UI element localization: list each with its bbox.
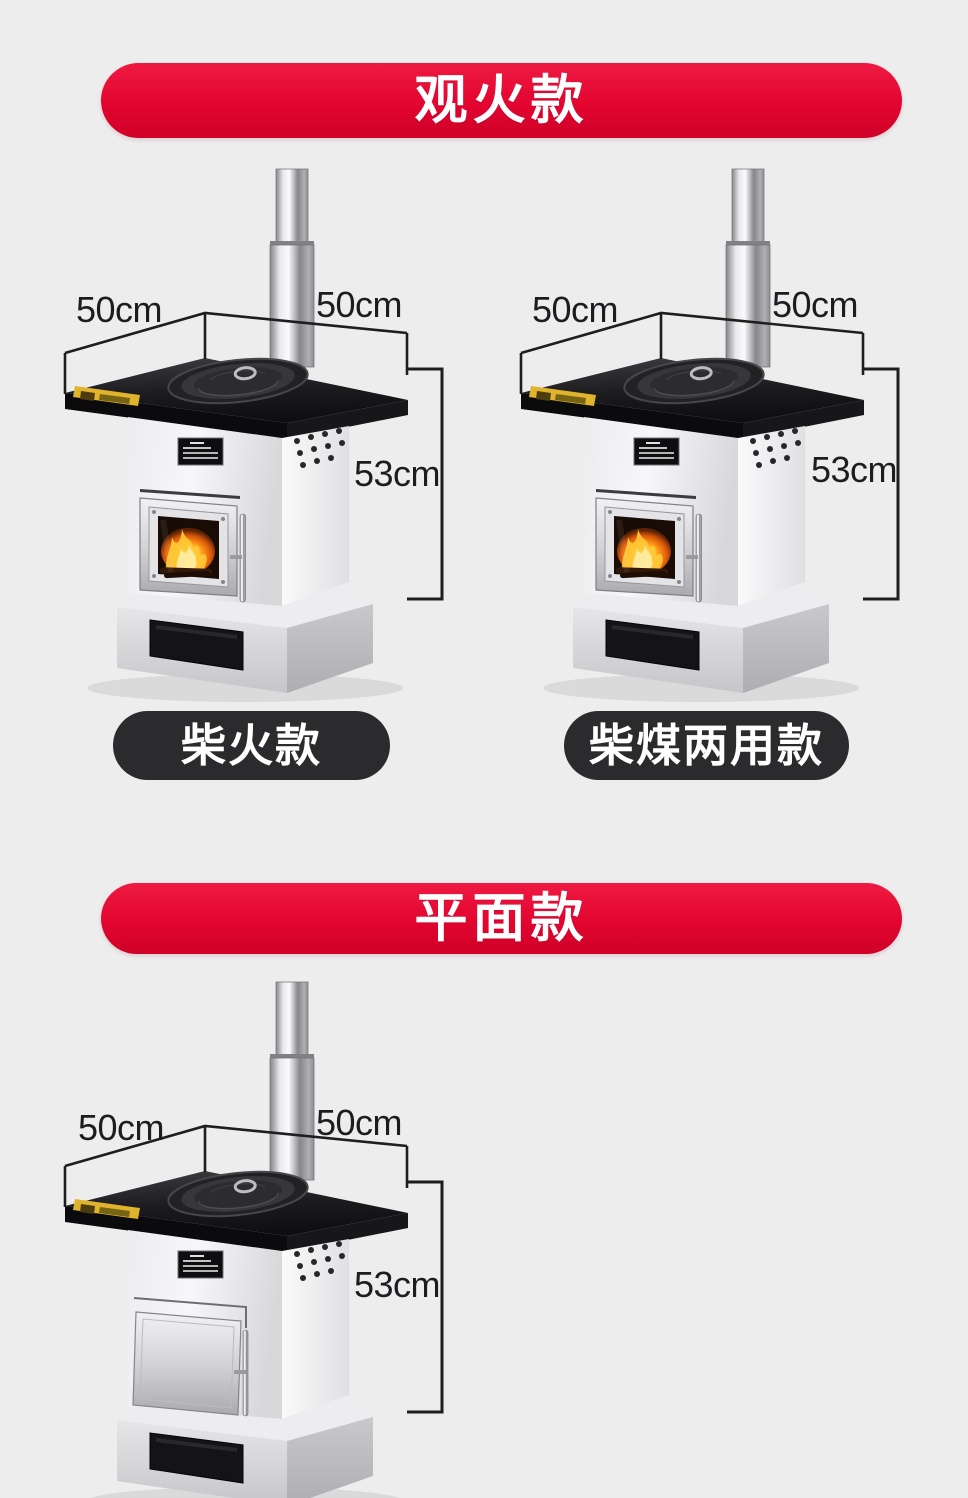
section-banner-flat: 平面款 [101, 883, 902, 954]
stove-illustration-dual-fuel-model [506, 165, 926, 705]
stove-illustration-wood-model [50, 165, 470, 705]
model-badge-dual-fuel: 柴煤两用款 [564, 711, 849, 780]
model-badge-label: 柴火款 [180, 720, 322, 771]
dimension-label-height: 53cm [354, 453, 441, 494]
model-badge-label: 柴煤两用款 [588, 720, 824, 771]
banner-label: 观火款 [414, 71, 589, 130]
banner-label: 平面款 [414, 889, 589, 948]
dimension-label-height: 53cm [354, 1264, 441, 1305]
dimension-label-depth: 50cm [316, 1102, 403, 1143]
dimension-label-width: 50cm [76, 289, 163, 330]
model-badge-wood: 柴火款 [113, 711, 390, 780]
dimension-label-width: 50cm [78, 1107, 165, 1148]
dimension-label-depth: 50cm [316, 284, 403, 325]
section-banner-fire-view: 观火款 [101, 63, 902, 138]
dimension-label-width: 50cm [532, 289, 619, 330]
stove-illustration-flat-model [50, 978, 470, 1498]
dimension-label-height: 53cm [811, 449, 898, 490]
dimension-label-depth: 50cm [772, 284, 859, 325]
